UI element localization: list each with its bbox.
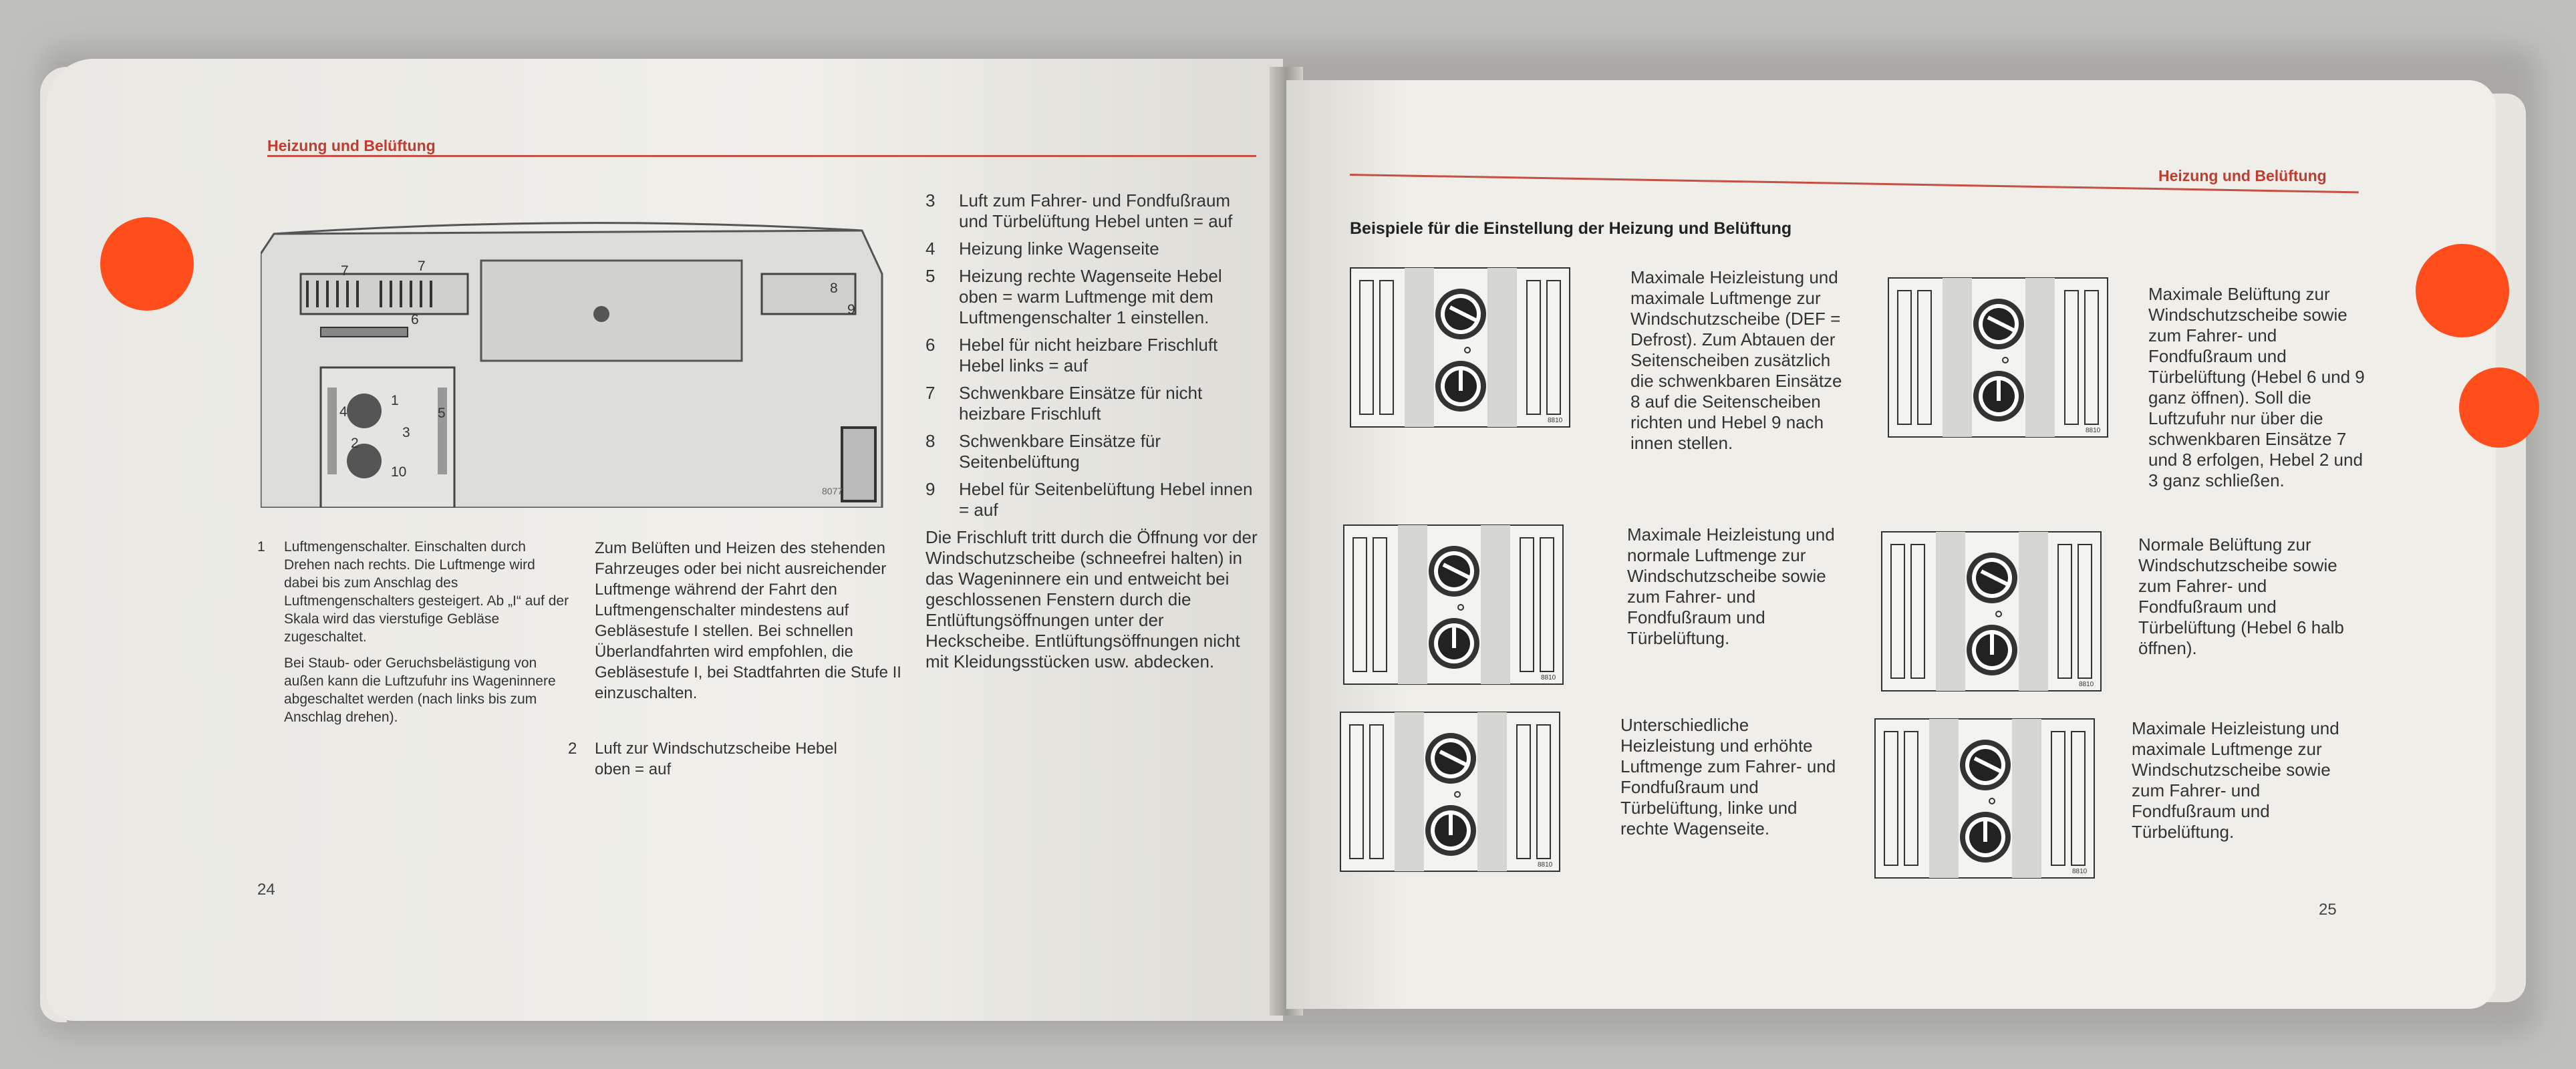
control-panel-example-4: 8810 <box>1881 531 2102 692</box>
item-1-number: 1 <box>257 539 265 555</box>
item-1-text: Luftmengenschalter. Einschalten durch Dr… <box>284 539 569 645</box>
callout-10: 10 <box>391 464 407 480</box>
panel-id: 8810 <box>1538 861 1553 869</box>
panel-id: 8810 <box>2079 681 2094 688</box>
examples-title: Beispiele für die Einstellung der Heizun… <box>1350 219 1792 238</box>
page-number-left: 24 <box>257 881 275 899</box>
dashboard-illustration: 8077 <box>259 214 889 509</box>
control-panel-example-2: 8810 <box>1888 277 2108 438</box>
ventilation-paragraph: Zum Belüften und Heizen des stehenden Fa… <box>595 539 901 702</box>
left-page <box>47 59 1283 1021</box>
callout-9: 9 <box>847 302 855 317</box>
callout-7b: 7 <box>418 259 426 274</box>
example-4-caption: Normale Belüftung zur Windschutzscheibe … <box>2138 534 2344 658</box>
right-page-header: Heizung und Belüftung <box>2158 167 2327 184</box>
example-5-caption: Unterschiedliche Heizleistung und erhöht… <box>1620 715 1836 838</box>
control-panel-example-6: 8810 <box>1874 718 2095 879</box>
callout-5: 5 <box>438 406 446 421</box>
example-1-caption: Maximale Heizleistung und maximale Luftm… <box>1630 267 1842 453</box>
thumb-tab-right-1 <box>2416 244 2509 337</box>
example-2-caption: Maximale Belüftung zur Windschutzscheibe… <box>2148 284 2365 490</box>
callout-8: 8 <box>830 281 838 296</box>
left-page-header: Heizung und Belüftung <box>267 137 436 154</box>
callout-1: 1 <box>391 393 399 408</box>
item-2-text: Luft zur Windschutzscheibe Hebel oben = … <box>595 740 837 778</box>
column-2: Zum Belüften und Heizen des stehenden Fa… <box>595 538 909 712</box>
callout-2: 2 <box>351 436 359 451</box>
control-panel-example-1: 8810 <box>1350 267 1570 428</box>
example-3-caption: Maximale Heizleistung und normale Luftme… <box>1627 524 1835 648</box>
figure-id: 8077 <box>822 486 843 496</box>
callout-7a: 7 <box>341 263 349 279</box>
example-6-caption: Maximale Heizleistung und maximale Luftm… <box>2132 718 2339 842</box>
control-panel-example-3: 8810 <box>1343 524 1564 685</box>
fresh-air-paragraph: Die Frischluft tritt durch die Öffnung v… <box>925 527 1258 671</box>
left-header-rule <box>267 155 1256 157</box>
callout-3: 3 <box>402 425 410 440</box>
item-1-note: Bei Staub- oder Geruchsbelästigung von a… <box>284 655 556 725</box>
panel-id: 8810 <box>2072 868 2088 875</box>
thumb-tab-left <box>100 217 194 311</box>
panel-id: 8810 <box>2086 427 2101 434</box>
callout-4: 4 <box>339 404 347 420</box>
callout-6: 6 <box>411 312 419 327</box>
panel-id: 8810 <box>1548 417 1563 424</box>
column-1: Luftmengenschalter. Einschalten durch Dr… <box>284 538 571 734</box>
item-2-number: 2 <box>568 740 577 758</box>
panel-id: 8810 <box>1541 674 1556 681</box>
control-panel-example-5: 8810 <box>1340 712 1560 872</box>
page-number-right: 25 <box>2319 901 2337 919</box>
thumb-tab-right-2 <box>2459 367 2539 448</box>
